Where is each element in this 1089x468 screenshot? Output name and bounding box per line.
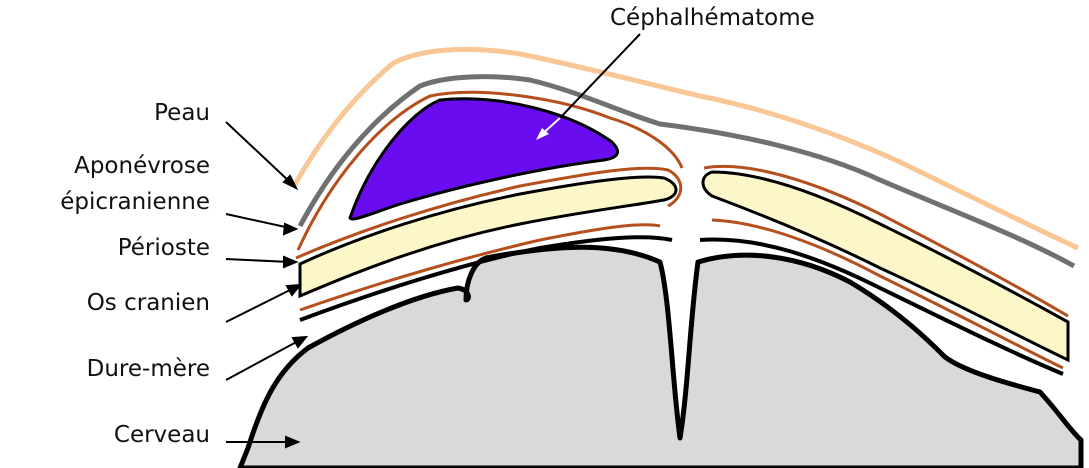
arrow-perioste-head bbox=[284, 257, 296, 267]
arrow-os-cranien-head bbox=[287, 285, 300, 295]
label-peau: Peau bbox=[60, 99, 210, 127]
arrow-aponevrose bbox=[226, 214, 290, 228]
arrow-peau bbox=[226, 122, 292, 184]
label-aponevrose-line1: Aponévrose bbox=[20, 152, 210, 180]
label-os-cranien: Os cranien bbox=[10, 289, 210, 317]
arrow-aponevrose-head bbox=[284, 224, 296, 234]
label-perioste: Périoste bbox=[30, 234, 210, 262]
label-cerveau: Cerveau bbox=[30, 421, 210, 449]
label-cephalhematome: Céphalhématome bbox=[610, 4, 910, 32]
arrow-os-cranien bbox=[226, 288, 294, 322]
arrow-dure-mere-head bbox=[293, 337, 306, 347]
label-aponevrose-line2: épicranienne bbox=[0, 188, 210, 216]
label-dure-mere: Dure-mère bbox=[10, 355, 210, 383]
arrow-cephalhematome bbox=[560, 34, 640, 118]
arrow-perioste bbox=[226, 259, 290, 262]
